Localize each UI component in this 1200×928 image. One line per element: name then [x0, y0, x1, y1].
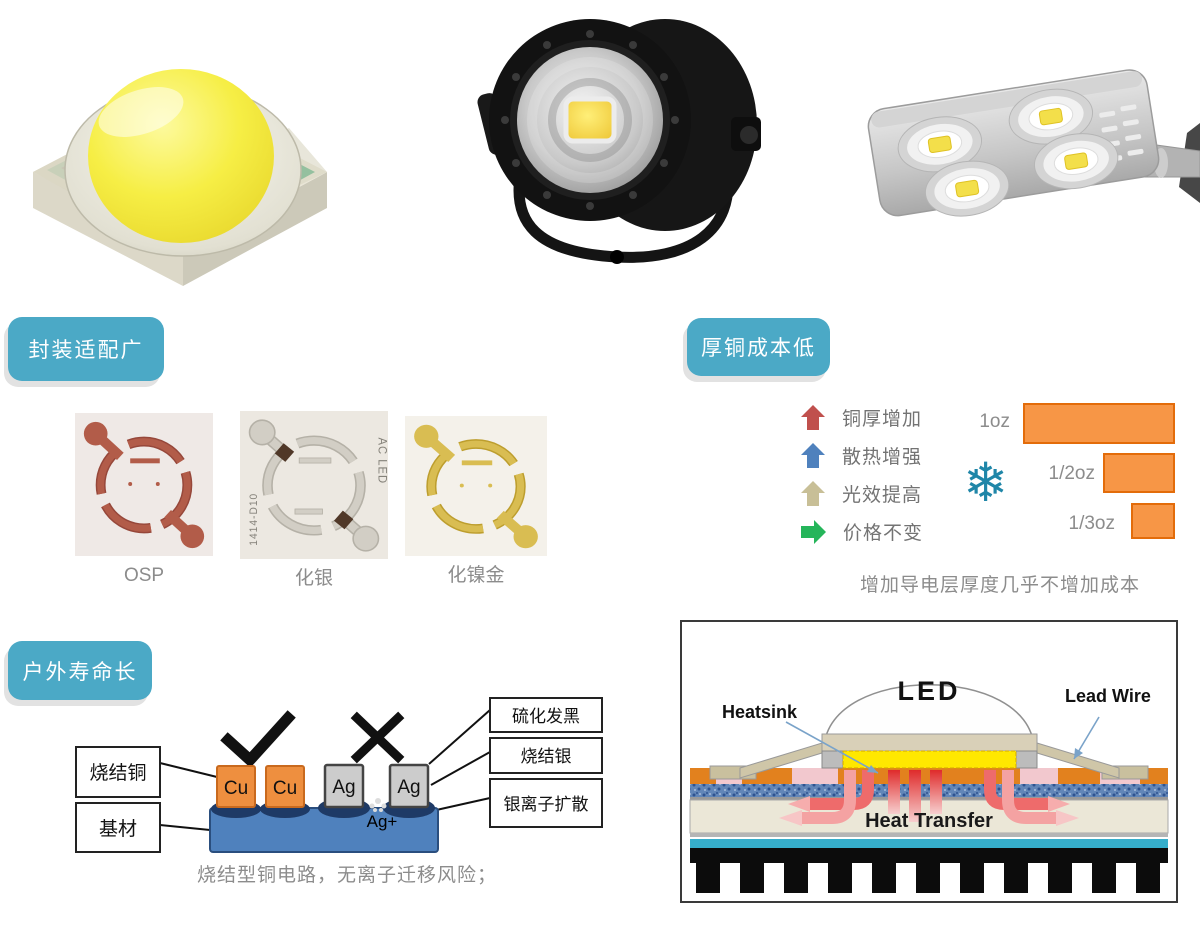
- bar-label-half-oz: 1/2oz: [1048, 463, 1095, 484]
- pcb-label-gold: 化镍金: [447, 565, 505, 586]
- stage-light-photo: [477, 19, 761, 264]
- bar-label-1oz: 1oz: [979, 411, 1010, 432]
- ion-label: Ag+: [367, 812, 398, 831]
- badge-thick-copper: 厚铜成本低: [687, 318, 830, 376]
- sinter-diagram: 烧结铜 基材 硫化发黑 烧结银 银离子扩散: [75, 697, 603, 853]
- heat-slug: [821, 733, 1038, 752]
- badge-outdoor: 户外寿命长: [8, 641, 152, 700]
- pcb-board-silver: AC LED 1414-D10: [240, 411, 388, 559]
- svg-text:Ag: Ag: [397, 777, 420, 798]
- die-attach: [842, 750, 1017, 769]
- benefit-row: 铜厚增加: [800, 404, 923, 431]
- right-arrow-icon: [801, 519, 826, 544]
- pcb-board-osp: [75, 413, 213, 556]
- badge-package: 封装适配广: [8, 317, 164, 381]
- label-box-ion-diffusion: 银离子扩散: [489, 778, 603, 828]
- bar-1oz: [1023, 403, 1175, 444]
- svg-text:Ag: Ag: [332, 777, 355, 798]
- svg-text:Cu: Cu: [224, 778, 248, 799]
- bar-third-oz: [1131, 503, 1175, 539]
- cu-block: Cu: [265, 765, 305, 808]
- pcb-component: [333, 510, 354, 530]
- led-label: LED: [898, 676, 961, 706]
- heat-arrows: [779, 770, 1079, 826]
- up-arrow-icon: [801, 405, 825, 430]
- cu-block: Cu: [216, 765, 256, 808]
- street-light-photo: [867, 69, 1200, 217]
- label-box-sintered-copper: 烧结铜: [75, 746, 161, 798]
- up-arrow-icon: [801, 481, 825, 506]
- pcb-silkscreen-right: AC LED: [375, 438, 387, 485]
- heat-transfer-label: Heat Transfer: [865, 810, 993, 832]
- benefit-label: 铜厚增加: [842, 409, 923, 430]
- benefit-list: 铜厚增加 散热增强 光效提高 价格不变: [800, 404, 923, 556]
- ag-block: Ag: [388, 763, 430, 809]
- svg-text:Cu: Cu: [273, 778, 297, 799]
- cross-icon: [350, 711, 405, 764]
- ag-block: Ag: [323, 763, 365, 809]
- heatsink-pointer: [785, 721, 879, 774]
- led-dome: [823, 684, 1035, 748]
- lead-wire-label: Lead Wire: [1065, 686, 1151, 706]
- pcb-label-silver: 化银: [294, 568, 333, 589]
- badge-outdoor-label: 户外寿命长: [22, 660, 138, 684]
- heatsink-label: Heatsink: [722, 702, 798, 722]
- benefit-row: 光效提高: [800, 480, 923, 507]
- thick-copper-caption: 增加导电层厚度几乎不增加成本: [859, 575, 1140, 596]
- benefit-label: 价格不变: [843, 523, 924, 544]
- stage-light-knob: [740, 126, 758, 144]
- label-box-substrate: 基材: [75, 802, 161, 853]
- connector-lines: [159, 709, 491, 831]
- heat-diagram: LED Heatsink Lead Wire Heat Transfer: [689, 676, 1169, 893]
- pcb-board-gold: [405, 416, 547, 556]
- pcb-label-osp: OSP: [123, 565, 165, 586]
- svg-text:银离子扩散: 银离子扩散: [504, 795, 589, 814]
- up-arrow-icon: [801, 443, 825, 468]
- street-light-head: [867, 69, 1160, 217]
- benefit-row: 价格不变: [800, 518, 923, 545]
- svg-text:烧结铜: 烧结铜: [89, 762, 146, 784]
- stage-light-bracket-knob: [610, 250, 624, 264]
- check-icon: [220, 710, 296, 768]
- pcb-silkscreen-left: 1414-D10: [249, 493, 260, 546]
- label-box-sulfide: 硫化发黑: [489, 697, 603, 733]
- bar-half-oz: [1103, 453, 1175, 493]
- stage-light-cob-chip: [563, 96, 617, 144]
- badge-thick-copper-label: 厚铜成本低: [701, 337, 816, 360]
- finned-heatsink: [690, 848, 1168, 893]
- pcb-component: [274, 443, 295, 462]
- label-box-sintered-silver: 烧结银: [489, 737, 603, 774]
- benefit-label: 光效提高: [842, 485, 923, 506]
- snowflake-icon: ❄: [963, 453, 1009, 513]
- svg-text:基材: 基材: [99, 818, 137, 840]
- svg-text:硫化发黑: 硫化发黑: [512, 707, 580, 726]
- led-chip-photo: [33, 69, 327, 286]
- stage-light-rivets: [501, 30, 679, 210]
- bar-label-third-oz: 1/3oz: [1068, 513, 1115, 534]
- board-layers: [689, 768, 1169, 848]
- svg-text:烧结银: 烧结银: [521, 747, 572, 766]
- outdoor-caption: 烧结型铜电路，无离子迁移风险；: [197, 865, 498, 886]
- badge-package-label: 封装适配广: [28, 339, 144, 362]
- heat-diagram-frame: LED Heatsink Lead Wire Heat Transfer: [680, 620, 1178, 903]
- benefit-label: 散热增强: [842, 447, 923, 468]
- street-light-modules: [897, 88, 1119, 217]
- silver-migration-specks: [369, 798, 387, 812]
- benefit-row: 散热增强: [800, 442, 923, 469]
- led-package-parts: [709, 733, 1149, 780]
- chip-dome-highlight: [98, 87, 184, 137]
